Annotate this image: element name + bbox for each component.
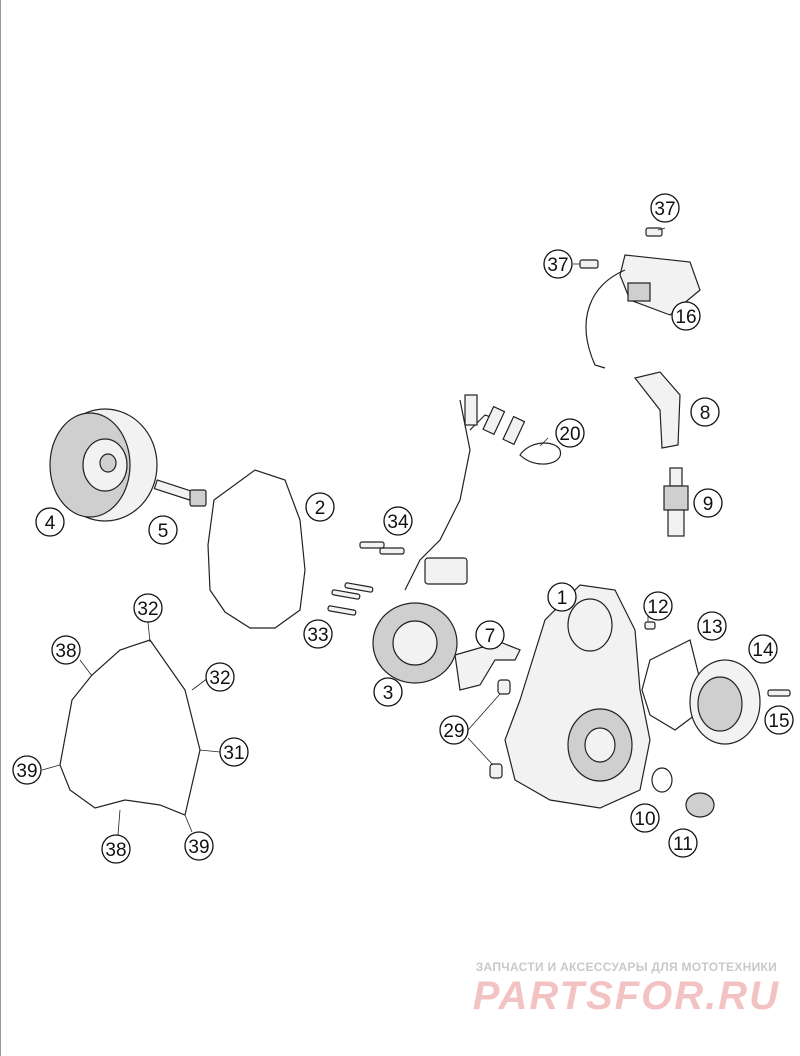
svg-text:39: 39 <box>188 837 209 858</box>
callout-31[interactable]: 31 <box>219 737 249 767</box>
ignition-coil[interactable] <box>585 254 701 369</box>
callout-37-left[interactable]: 37 <box>543 249 573 279</box>
callout-14[interactable]: 14 <box>748 634 778 664</box>
svg-text:39: 39 <box>16 761 37 782</box>
callout-13[interactable]: 13 <box>697 611 727 641</box>
screws-group[interactable] <box>327 541 405 616</box>
cap-gasket[interactable] <box>641 639 701 731</box>
svg-text:10: 10 <box>634 809 655 830</box>
callout-1[interactable]: 1 <box>547 582 577 612</box>
svg-text:38: 38 <box>105 840 126 861</box>
callout-29[interactable]: 29 <box>439 715 469 745</box>
svg-text:16: 16 <box>675 307 696 328</box>
cap-screw[interactable] <box>767 689 791 697</box>
svg-text:34: 34 <box>387 512 409 533</box>
svg-text:32: 32 <box>209 668 230 689</box>
callout-9[interactable]: 9 <box>693 488 723 518</box>
dowel-upper[interactable] <box>497 679 511 695</box>
callout-7[interactable]: 7 <box>475 620 505 650</box>
spark-plug[interactable] <box>663 467 689 537</box>
svg-text:2: 2 <box>315 498 326 519</box>
svg-text:4: 4 <box>45 513 56 534</box>
svg-text:3: 3 <box>383 683 394 704</box>
svg-text:33: 33 <box>307 625 328 646</box>
callout-10[interactable]: 10 <box>630 803 660 833</box>
stator[interactable] <box>372 394 526 684</box>
callout-3[interactable]: 3 <box>373 677 403 707</box>
ignition-cover-gasket[interactable] <box>59 639 201 816</box>
cable-tie[interactable] <box>519 442 562 465</box>
callout-8[interactable]: 8 <box>690 397 720 427</box>
svg-text:13: 13 <box>701 617 722 638</box>
svg-text:1: 1 <box>557 588 568 609</box>
callout-2[interactable]: 2 <box>305 492 335 522</box>
gasket-inner[interactable] <box>207 469 306 629</box>
callout-15[interactable]: 15 <box>764 705 794 735</box>
svg-text:37: 37 <box>654 199 675 220</box>
dowel-lower[interactable] <box>489 763 503 779</box>
svg-text:5: 5 <box>158 521 169 542</box>
leader-lines <box>41 227 666 836</box>
callout-32-right[interactable]: 32 <box>205 662 235 692</box>
watermark-subtitle: ЗАПЧАСТИ И АКСЕССУАРЫ ДЛЯ МОТОТЕХНИКИ <box>475 960 778 974</box>
callout-12[interactable]: 12 <box>643 591 673 621</box>
svg-text:31: 31 <box>223 743 244 764</box>
page-left-border <box>0 0 1 1056</box>
svg-text:7: 7 <box>485 626 496 647</box>
svg-text:9: 9 <box>703 494 714 515</box>
svg-text:15: 15 <box>768 711 789 732</box>
callout-32-top[interactable]: 32 <box>133 593 163 623</box>
coil-bolt-left[interactable] <box>579 259 599 269</box>
callout-4[interactable]: 4 <box>35 507 65 537</box>
watermark: ЗАПЧАСТИ И АКСЕССУАРЫ ДЛЯ МОТОТЕХНИКИ PA… <box>473 960 780 1018</box>
svg-text:37: 37 <box>547 255 568 276</box>
flywheel-rotor[interactable] <box>49 408 158 522</box>
svg-text:20: 20 <box>559 424 580 445</box>
svg-text:14: 14 <box>752 640 774 661</box>
svg-text:11: 11 <box>673 834 693 855</box>
svg-text:12: 12 <box>647 597 668 618</box>
inspection-cap-cover[interactable] <box>689 659 761 745</box>
callout-39-bottom[interactable]: 39 <box>184 831 214 861</box>
svg-text:29: 29 <box>443 721 464 742</box>
spark-plug-connector[interactable] <box>633 371 681 449</box>
ignition-cover[interactable] <box>504 584 651 809</box>
callout-11[interactable]: 11 <box>668 828 698 858</box>
callout-38-top[interactable]: 38 <box>51 635 81 665</box>
callout-38-bottom[interactable]: 38 <box>101 834 131 864</box>
o-ring[interactable] <box>651 767 673 793</box>
cover-pin[interactable] <box>644 621 656 630</box>
callout-39-left[interactable]: 39 <box>12 755 42 785</box>
svg-text:8: 8 <box>700 403 711 424</box>
svg-text:32: 32 <box>137 599 158 620</box>
svg-text:38: 38 <box>55 641 76 662</box>
callout-34[interactable]: 34 <box>383 506 413 536</box>
callout-20[interactable]: 20 <box>555 418 585 448</box>
callout-5[interactable]: 5 <box>148 515 178 545</box>
flywheel-bolt[interactable] <box>153 479 207 507</box>
callout-16[interactable]: 16 <box>671 301 701 331</box>
watermark-logo: PARTSFOR.RU <box>472 974 780 1018</box>
callout-33[interactable]: 33 <box>303 619 333 649</box>
callout-37-top[interactable]: 37 <box>650 193 680 223</box>
screw-plug[interactable] <box>685 792 715 818</box>
pickup-bracket[interactable] <box>454 641 521 691</box>
